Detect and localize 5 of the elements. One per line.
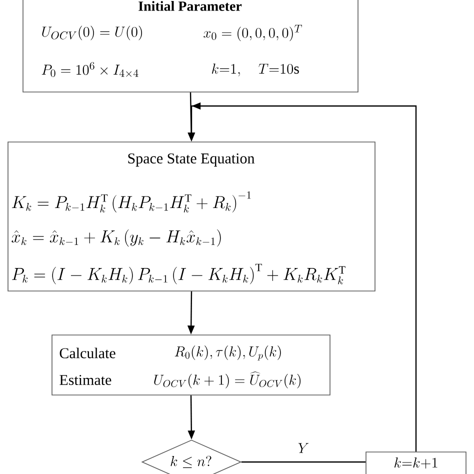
process-box: $k{=}k{+}1$ — [366, 452, 466, 474]
process-box: Calculate $R_0(k),\tau(k),U_p(k)$ Estimate $U_{OCV}(k+1)=\widehat{U}_{OCV}(k)$ — [52, 334, 330, 396]
process-box: Space State Equation $K_k=P_{k-1}H_k^{\mathrm{T}}\left(H_kP_{k-1}H_k^{\mathrm{T}}+R_k\right)^{-1}$ $\hat{x}_k=\hat{x}_{k-1}+K_k\left(y_k-H_k\hat{x}_{k-1}\right)$ $P_k=\left(I-K_kH_k\right)P_{k-1}\left(I-K_kH_k\right)^{\mathrm{T}}+K_kR_kK_k^{\mathrm{T}}$ — [8, 142, 376, 292]
process-box: Initial Parameter $U_{OCV}(0)=U(0)$ $x_0=(0,0,0,0)^T$ $P_0=10^6\times I_{4\times 4}$ $k{=}1,\quad T{=}10\mathrm{s}$ — [22, 0, 358, 92]
edge-label: $Y$ — [296, 442, 310, 454]
